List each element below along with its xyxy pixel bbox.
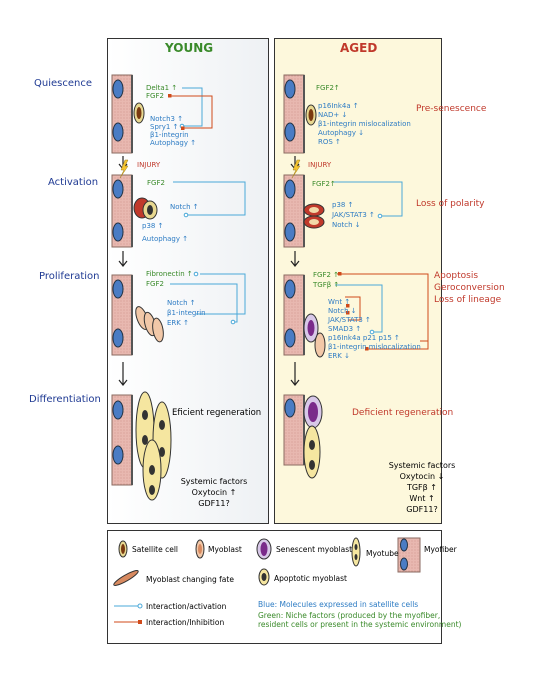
aged-p-outcome-1: Geroconversion bbox=[434, 283, 505, 293]
legend-senescent-myoblast: Senescent myoblast bbox=[276, 545, 353, 554]
aged-myofiber-differentiation bbox=[283, 394, 323, 479]
aged-systemic-factors: Systemic factors Oxytocin ↓ TGFβ ↑ Wnt ↑… bbox=[384, 460, 460, 515]
young-systemic-1: Oxytocin ↑ bbox=[191, 488, 237, 497]
young-satellite-cell-q bbox=[133, 102, 145, 124]
legend-myoblast: Myoblast bbox=[208, 545, 242, 554]
young-q-mol-3: Spry1 ↑ bbox=[150, 123, 179, 131]
young-q-mol-1: FGF2 bbox=[146, 92, 164, 100]
stage-proliferation: Proliferation bbox=[39, 271, 100, 282]
young-injury-label: INJURY bbox=[137, 161, 161, 169]
legend-green-note-0: Green: Niche factors (produced by the my… bbox=[258, 611, 441, 620]
aged-systemic-4: GDF11? bbox=[406, 505, 438, 514]
legend-panel bbox=[107, 530, 442, 644]
young-a-mol-1: Notch ↑ bbox=[170, 203, 199, 211]
young-q-mol-2: Notch3 ↑ bbox=[150, 115, 184, 123]
young-a-mol-2: p38 ↑ bbox=[142, 222, 164, 230]
aged-p-mol-2: Wnt ↑ bbox=[328, 298, 351, 306]
young-title: YOUNG bbox=[165, 41, 214, 55]
aged-systemic-2: TGFβ ↑ bbox=[406, 483, 438, 492]
aged-q-mol-3: β1-integrin mislocalization bbox=[318, 120, 411, 128]
aged-p-mol-7: β1-integrin mislocalization bbox=[328, 343, 421, 351]
young-p-mol-4: ERK ↑ bbox=[167, 319, 189, 327]
young-panel bbox=[107, 38, 269, 524]
legend-changing-fate: Myoblast changing fate bbox=[146, 575, 234, 584]
aged-systemic-title: Systemic factors bbox=[388, 461, 456, 470]
aged-q-mol-5: ROS ↑ bbox=[318, 138, 341, 146]
aged-myofiber-activation bbox=[283, 174, 325, 248]
stage-differentiation: Differentiation bbox=[29, 394, 101, 405]
legend-blue-note: Blue: Molecules expressed in satellite c… bbox=[258, 600, 419, 609]
aged-p-mol-8: ERK ↓ bbox=[328, 352, 350, 360]
lightning-icon bbox=[119, 159, 301, 179]
young-myofiber-proliferation bbox=[111, 274, 164, 356]
aged-a-mol-2: JAK/STAT3 ↑ bbox=[332, 211, 375, 219]
young-p-mol-2: Notch ↑ bbox=[167, 299, 196, 307]
young-p-mol-1: FGF2 bbox=[146, 280, 164, 288]
aged-injury-label: INJURY bbox=[308, 161, 332, 169]
young-systemic-factors: Systemic factors Oxytocin ↑ GDF11? bbox=[178, 476, 250, 509]
legend-icons bbox=[113, 537, 421, 624]
aged-q-outcome: Pre-senescence bbox=[416, 104, 487, 114]
aged-p-mol-5: SMAD3 ↑ bbox=[328, 325, 362, 333]
aged-q-mol-0: FGF2↑ bbox=[316, 84, 340, 92]
legend-inhibition: Interaction/Inhibition bbox=[146, 618, 225, 627]
aged-p-mol-1: TGFβ ↑ bbox=[313, 281, 340, 289]
aged-a-mol-3: Notch ↓ bbox=[332, 221, 361, 229]
young-systemic-title: Systemic factors bbox=[180, 477, 248, 486]
legend-activation: Interaction/activation bbox=[146, 602, 227, 611]
aged-p-mol-4: JAK/STAT3 ↑ bbox=[328, 316, 371, 324]
aged-a-mol-1: p38 ↑ bbox=[332, 201, 354, 209]
aged-a-outcome: Loss of polarity bbox=[416, 199, 485, 209]
aged-p-mol-3: Notch ↓ bbox=[328, 307, 357, 315]
stage-quiescence: Quiescence bbox=[34, 78, 92, 89]
aged-q-mol-2: NAD+ ↓ bbox=[318, 111, 348, 119]
aged-p-outcome-0: Apoptosis bbox=[434, 271, 479, 281]
young-p-mol-0: Fibronectin ↑ bbox=[146, 270, 193, 278]
aged-p-outcome-2: Loss of lineage bbox=[434, 295, 502, 305]
young-q-mol-5: Autophagy ↑ bbox=[150, 139, 197, 147]
stage-activation: Activation bbox=[48, 177, 99, 188]
aged-p-mol-6: p16Ink4a p21 p15 ↑ bbox=[328, 334, 400, 342]
young-systemic-2: GDF11? bbox=[198, 499, 230, 508]
young-q-mol-4: β1-integrin bbox=[150, 131, 189, 139]
legend-green-note-1: resident cells or present in the systemi… bbox=[258, 620, 462, 629]
aged-q-mol-4: Autophagy ↓ bbox=[318, 129, 365, 137]
aged-q-mol-1: p16Ink4a ↑ bbox=[318, 102, 359, 110]
aged-systemic-3: Wnt ↑ bbox=[409, 494, 435, 503]
aged-p-mol-0: FGF2 ↑ bbox=[313, 271, 340, 279]
legend-myofiber: Myofiber bbox=[424, 545, 457, 554]
legend-satellite-cell: Satellite cell bbox=[132, 545, 179, 554]
legend-myotube: Myotube bbox=[366, 549, 399, 558]
aged-myofiber-proliferation bbox=[283, 274, 326, 358]
young-p-mol-3: β1-integrin bbox=[167, 309, 206, 317]
young-myofiber-activation bbox=[111, 174, 158, 248]
aged-myofiber-quiescence bbox=[283, 74, 317, 154]
legend-apoptotic-myoblast: Apoptotic myoblast bbox=[274, 574, 347, 583]
young-q-mol-0: Delta1 ↑ bbox=[146, 84, 178, 92]
young-a-mol-3: Autophagy ↑ bbox=[142, 235, 189, 243]
young-myofiber-differentiation bbox=[111, 391, 172, 501]
aged-differentiation-outcome: Deficient regeneration bbox=[352, 408, 454, 418]
young-myofiber-quiescence bbox=[111, 74, 133, 154]
young-a-mol-0: FGF2 bbox=[147, 179, 165, 187]
aged-title: AGED bbox=[340, 41, 378, 55]
young-differentiation-outcome: Eficient regeneration bbox=[172, 408, 262, 418]
aged-systemic-1: Oxytocin ↓ bbox=[399, 472, 445, 481]
aged-a-mol-0: FGF2↑ bbox=[312, 180, 336, 188]
